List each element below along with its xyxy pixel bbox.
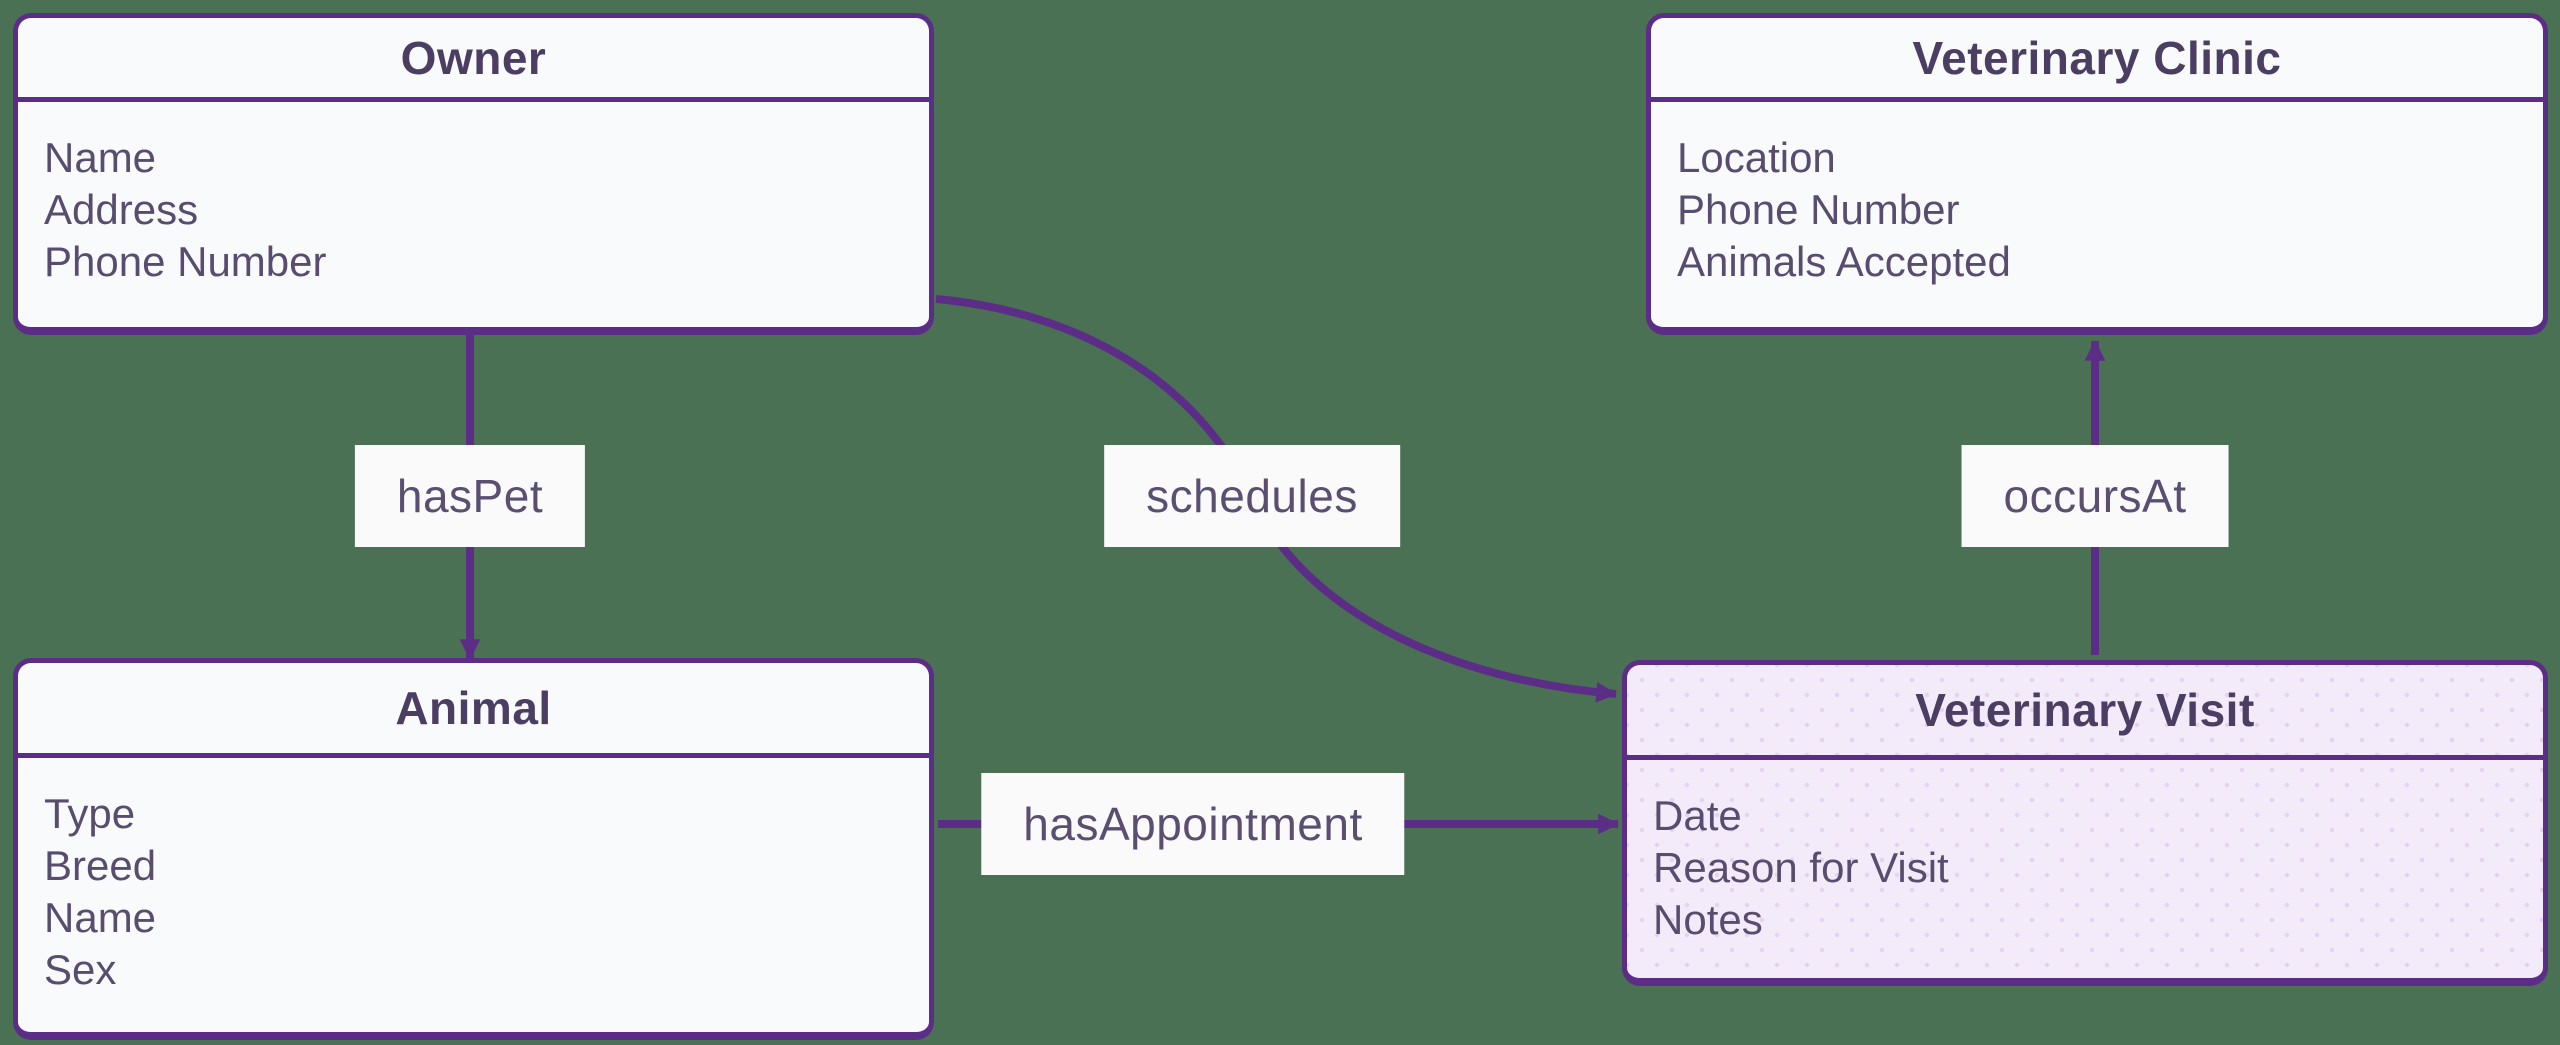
entity-owner-title: Owner	[18, 18, 929, 102]
relationship-label-hasappointment: hasAppointment	[981, 773, 1405, 875]
attribute-row: Breed	[44, 842, 157, 889]
entity-veterinary-visit-attributes: Date Reason for Visit Notes	[1627, 760, 2543, 946]
entity-veterinary-clinic-attributes: Location Phone Number Animals Accepted	[1651, 102, 2543, 288]
attribute-row: Name	[44, 894, 157, 941]
entity-owner-box: Owner Name Address Phone Number	[13, 13, 934, 335]
entity-veterinary-clinic-title: Veterinary Clinic	[1651, 18, 2543, 102]
attribute-row: Name	[44, 134, 157, 181]
entity-animal-box: Animal Type Breed Name Sex	[13, 658, 934, 1040]
entity-owner-attributes: Name Address Phone Number	[18, 102, 929, 288]
relationship-label-haspet: hasPet	[354, 445, 586, 547]
entity-animal-title: Animal	[18, 663, 929, 758]
attribute-row: Location	[1677, 134, 1836, 181]
attribute-row: Animals Accepted	[1677, 238, 2011, 285]
attribute-row: Phone Number	[44, 238, 327, 285]
entity-veterinary-visit-title: Veterinary Visit	[1627, 665, 2543, 760]
attribute-row: Reason for Visit	[1653, 844, 1949, 891]
attribute-row: Type	[44, 790, 136, 837]
attribute-row: Address	[44, 186, 199, 233]
entity-animal-attributes: Type Breed Name Sex	[18, 758, 929, 996]
attribute-row: Phone Number	[1677, 186, 1960, 233]
attribute-row: Sex	[44, 946, 117, 993]
entity-veterinary-visit-box: Veterinary Visit Date Reason for Visit N…	[1622, 660, 2548, 986]
relationship-label-schedules: schedules	[1104, 445, 1400, 547]
relationship-label-occursat: occursAt	[1961, 445, 2229, 547]
attribute-row: Date	[1653, 792, 1742, 839]
attribute-row: Notes	[1653, 896, 1763, 943]
entity-veterinary-clinic-box: Veterinary Clinic Location Phone Number …	[1646, 13, 2548, 335]
